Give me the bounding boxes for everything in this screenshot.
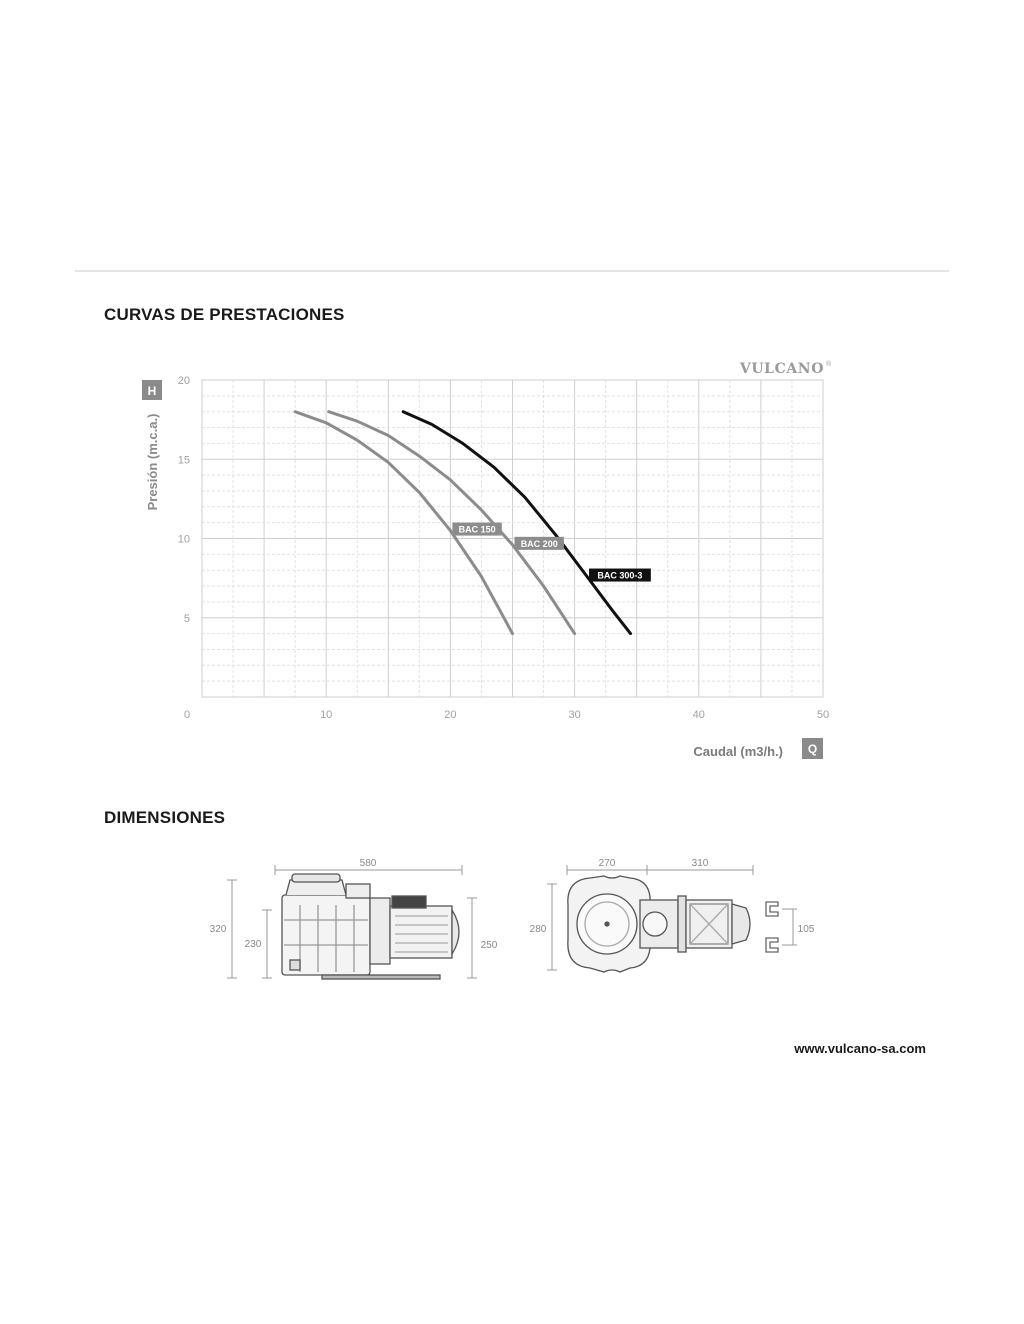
x-axis-title: Caudal (m3/h.) [693,744,783,759]
y-tick-label: 10 [178,534,190,546]
y-axis-badge-label: H [148,384,157,398]
plot-frame [201,379,824,698]
discharge-port-top [642,911,668,937]
x-axis-badge [802,738,823,759]
x-tick-label: 40 [693,709,705,721]
x-tick-label: 20 [444,709,456,721]
series-label: BAC 300-3 [597,571,642,581]
base-slot-detail [765,901,779,953]
chart-tick-labels: 0 10 20 30 40 50 5 10 15 20 [178,375,829,721]
chart-grid [201,379,824,698]
series-line-bac-200 [327,410,577,636]
motor-endcap [451,907,460,957]
x-axis-badge-label: Q [808,742,817,756]
series-label-box [452,522,502,536]
series-label-box [514,536,564,550]
discharge-port [345,883,371,899]
pump-base [321,974,441,980]
slot-dimension-line [782,908,797,946]
performance-curves-title: CURVAS DE PRESTACIONES [104,305,345,324]
x-tick-label: 50 [817,709,829,721]
vulcano-logo: VULCANO [739,361,824,377]
x-tick-label: 30 [568,709,580,721]
x-tick-label: 0 [184,709,190,721]
chart-series [293,410,632,636]
series-label: BAC 200 [521,539,558,549]
x-tick-label: 10 [320,709,332,721]
base-slot-top [765,901,779,917]
motor-body [389,905,453,959]
registered-mark: ® [826,360,832,368]
dim-width-b: 310 [692,858,709,869]
dimension-drawings: 580 320 230 250 270 310 280 [210,858,815,980]
series-label-box [589,568,651,582]
y-tick-label: 5 [184,613,190,625]
side-view-dimension-lines [227,865,477,979]
pump-flange [369,897,391,965]
website-link[interactable]: www.vulcano-sa.com [794,1041,926,1056]
dim-total-height: 320 [210,924,227,935]
dim-width-a: 270 [599,858,616,869]
series-line-bac-150 [293,410,514,636]
dim-suction-height: 230 [245,939,262,950]
series-label: BAC 150 [459,525,496,535]
top-divider [75,270,949,272]
strainer-cap [291,873,341,883]
pump-top-view [567,875,751,973]
dimensions-title: DIMENSIONES [104,808,226,827]
base-slot-bottom [765,937,779,953]
dim-slot-spacing: 105 [798,924,815,935]
suction-port [289,959,301,971]
y-tick-label: 20 [178,375,190,387]
y-axis-badge [142,380,162,400]
terminal-box [391,895,427,909]
series-line-bac-300-3 [401,410,632,636]
motor-endcap-top [731,903,751,945]
pump-side-view [281,873,460,980]
y-axis-title: Presión (m.c.a.) [145,414,160,511]
top-view-dimension-lines [547,865,754,971]
dim-depth: 280 [530,924,547,935]
y-tick-label: 15 [178,454,190,466]
dim-discharge-height: 250 [481,940,498,951]
dim-length: 580 [360,858,377,869]
